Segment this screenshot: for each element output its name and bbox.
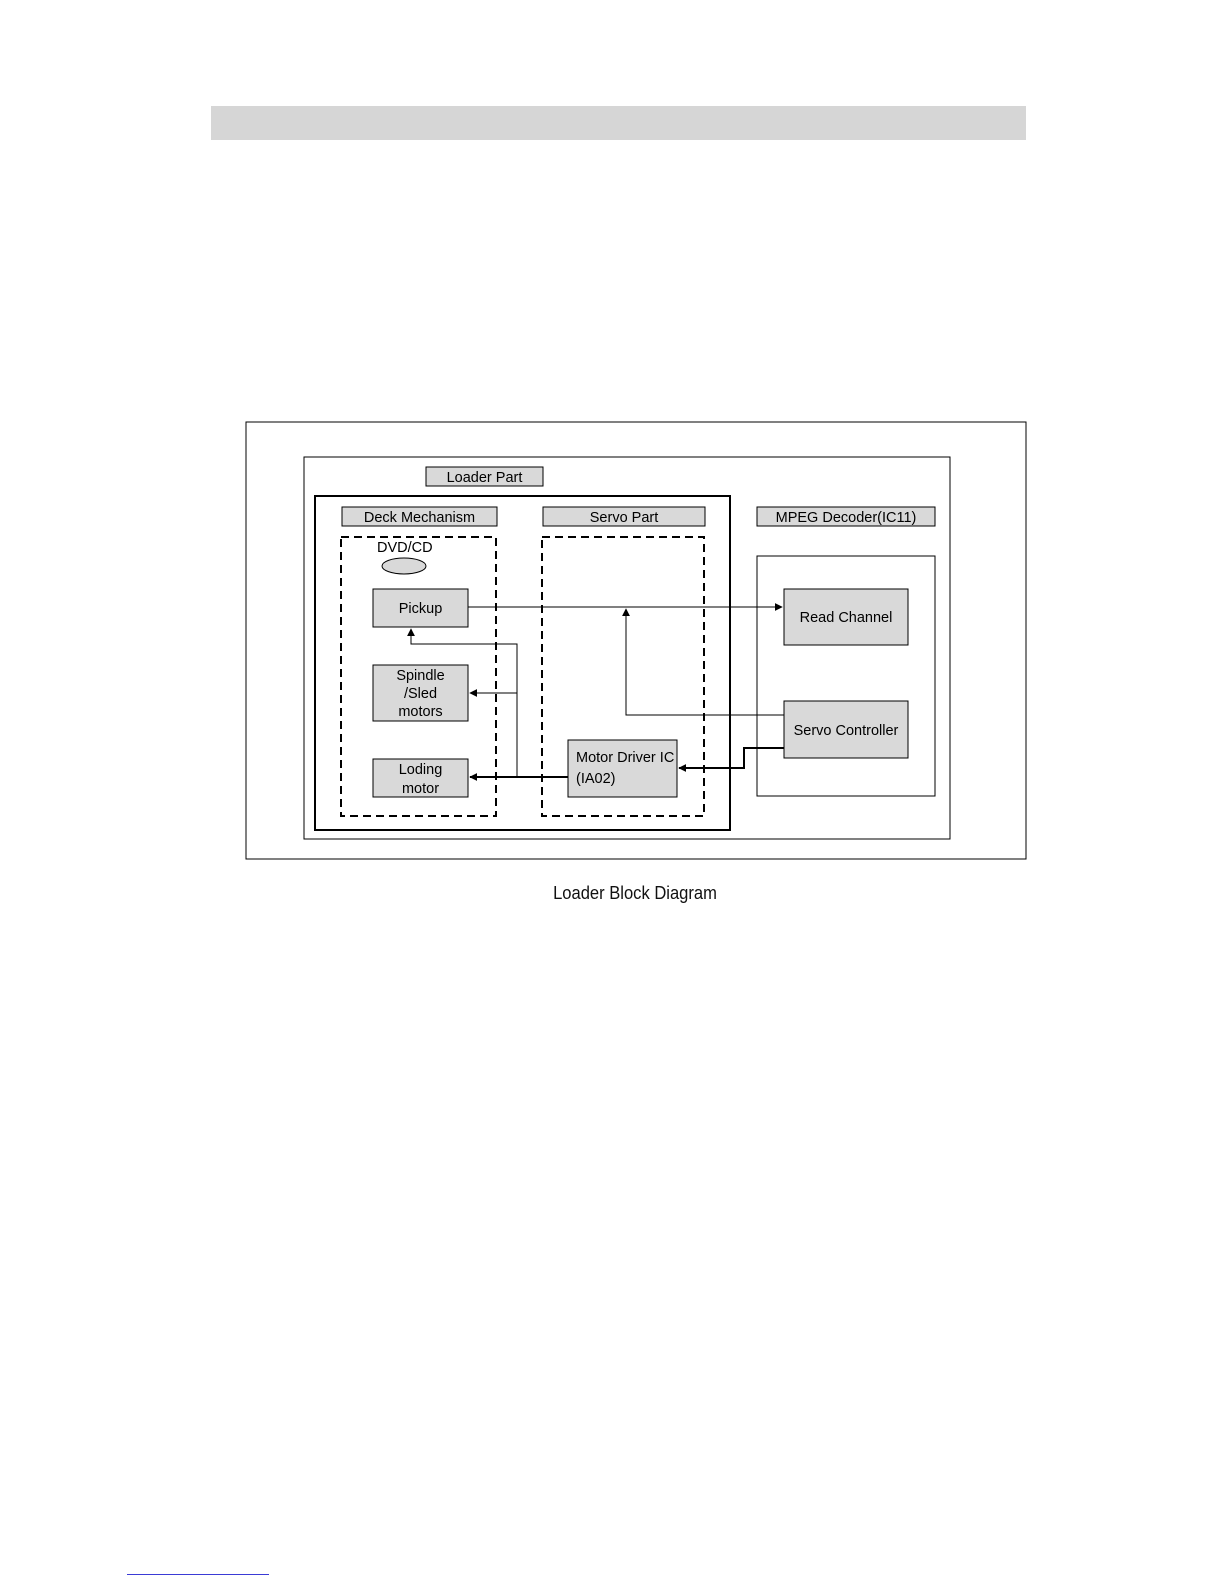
servo-part-label: Servo Part [590,510,659,526]
servo-controller-label: Servo Controller [794,723,899,739]
motor-driver-label-line1: Motor Driver IC [576,750,674,766]
motor-driver-label-line2: (IA02) [576,771,616,787]
footer-link-underline [127,1574,269,1575]
motor-driver-block [568,740,677,797]
servo-controller-to-motor-driver-arrow [679,748,784,768]
loading-label-line2: motor [402,781,439,797]
spindle-label-line3: motors [398,704,442,720]
spindle-label-line1: Spindle [396,668,444,684]
diagram-caption: Loader Block Diagram [51,883,1219,904]
read-channel-label: Read Channel [800,610,893,626]
disc-icon [382,558,426,574]
mpeg-decoder-label: MPEG Decoder(IC11) [776,510,917,526]
loader-part-label: Loader Part [447,470,523,486]
deck-mechanism-label: Deck Mechanism [364,510,475,526]
loading-label-line1: Loding [399,762,443,778]
spindle-label-line2: /Sled [404,686,437,702]
disc-label: DVD/CD [377,540,433,556]
pickup-label: Pickup [399,601,443,617]
